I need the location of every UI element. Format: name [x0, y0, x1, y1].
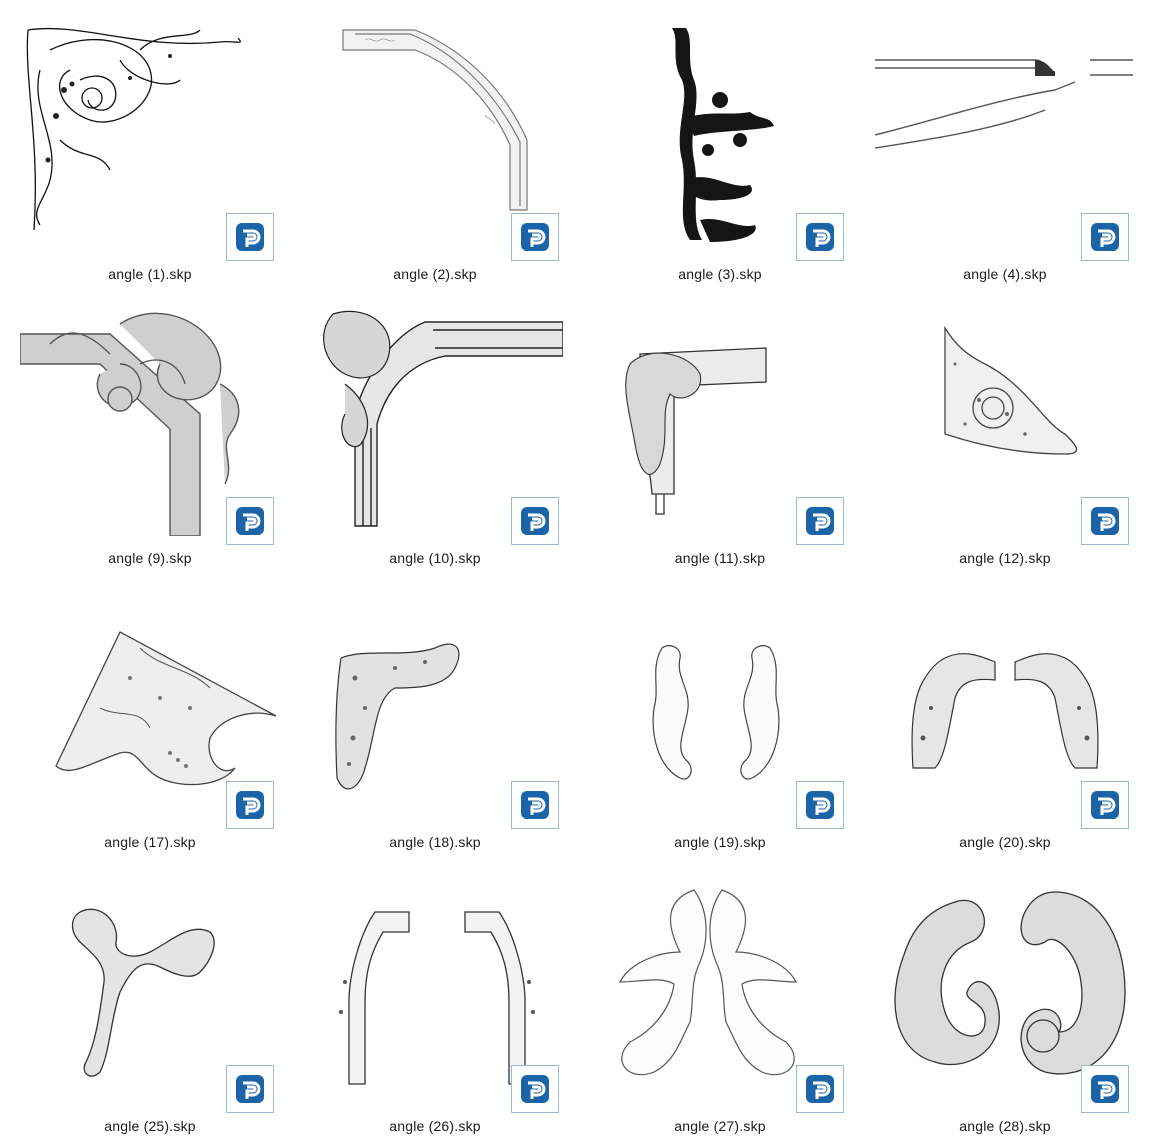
file-thumbnail[interactable]	[590, 20, 848, 252]
sketchup-icon	[796, 213, 844, 261]
file-name: angle (9).skp	[108, 550, 192, 566]
file-name: angle (10).skp	[389, 550, 481, 566]
file-name: angle (28).skp	[959, 1118, 1051, 1134]
file-name: angle (18).skp	[389, 834, 481, 850]
file-thumbnail[interactable]	[20, 872, 278, 1104]
file-thumbnail[interactable]	[875, 588, 1133, 820]
file-tile[interactable]: angle (20).skp	[855, 568, 1140, 852]
file-name: angle (17).skp	[104, 834, 196, 850]
file-tile[interactable]: angle (19).skp	[570, 568, 855, 852]
file-tile[interactable]: angle (28).skp	[855, 852, 1140, 1136]
file-thumbnail[interactable]	[875, 304, 1133, 536]
file-thumbnail[interactable]	[305, 20, 563, 252]
file-tile[interactable]: angle (12).skp	[855, 284, 1140, 568]
sketchup-icon	[796, 497, 844, 545]
file-name: angle (19).skp	[674, 834, 766, 850]
file-name: angle (12).skp	[959, 550, 1051, 566]
file-name: angle (26).skp	[389, 1118, 481, 1134]
file-thumbnail[interactable]	[20, 20, 278, 252]
file-name: angle (11).skp	[674, 550, 766, 566]
sketchup-icon	[1081, 213, 1129, 261]
file-name: angle (4).skp	[963, 266, 1047, 282]
file-tile[interactable]: angle (18).skp	[285, 568, 570, 852]
file-tile[interactable]: angle (9).skp	[0, 284, 285, 568]
sketchup-icon	[226, 1065, 274, 1113]
file-thumbnail[interactable]	[305, 304, 563, 536]
file-name: angle (20).skp	[959, 834, 1051, 850]
sketchup-icon	[1081, 781, 1129, 829]
file-thumbnail[interactable]	[590, 872, 848, 1104]
sketchup-icon	[511, 1065, 559, 1113]
sketchup-icon	[226, 781, 274, 829]
file-thumbnail[interactable]	[20, 304, 278, 536]
file-tile[interactable]: angle (4).skp	[855, 0, 1140, 284]
file-thumbnail[interactable]	[305, 588, 563, 820]
file-tile[interactable]: angle (3).skp	[570, 0, 855, 284]
file-name: angle (27).skp	[674, 1118, 766, 1134]
file-tile[interactable]: angle (27).skp	[570, 852, 855, 1136]
sketchup-icon	[796, 1065, 844, 1113]
file-tile[interactable]: angle (17).skp	[0, 568, 285, 852]
file-thumbnail[interactable]	[590, 588, 848, 820]
file-thumbnail[interactable]	[875, 872, 1133, 1104]
file-thumbnail[interactable]	[590, 304, 848, 536]
file-thumbnail[interactable]	[20, 588, 278, 820]
sketchup-icon	[1081, 1065, 1129, 1113]
file-name: angle (2).skp	[393, 266, 477, 282]
sketchup-icon	[226, 497, 274, 545]
sketchup-icon	[1081, 497, 1129, 545]
file-tile[interactable]: angle (11).skp	[570, 284, 855, 568]
sketchup-icon	[511, 213, 559, 261]
file-name: angle (3).skp	[678, 266, 762, 282]
file-tile[interactable]: angle (26).skp	[285, 852, 570, 1136]
file-tile[interactable]: angle (1).skp	[0, 0, 285, 284]
file-tile[interactable]: angle (10).skp	[285, 284, 570, 568]
file-thumbnail[interactable]	[305, 872, 563, 1104]
file-tile[interactable]: angle (25).skp	[0, 852, 285, 1136]
sketchup-icon	[796, 781, 844, 829]
file-thumbnail[interactable]	[875, 20, 1133, 252]
sketchup-icon	[511, 497, 559, 545]
sketchup-icon	[226, 213, 274, 261]
file-name: angle (1).skp	[108, 266, 192, 282]
sketchup-icon	[511, 781, 559, 829]
file-tile[interactable]: angle (2).skp	[285, 0, 570, 284]
file-name: angle (25).skp	[104, 1118, 196, 1134]
